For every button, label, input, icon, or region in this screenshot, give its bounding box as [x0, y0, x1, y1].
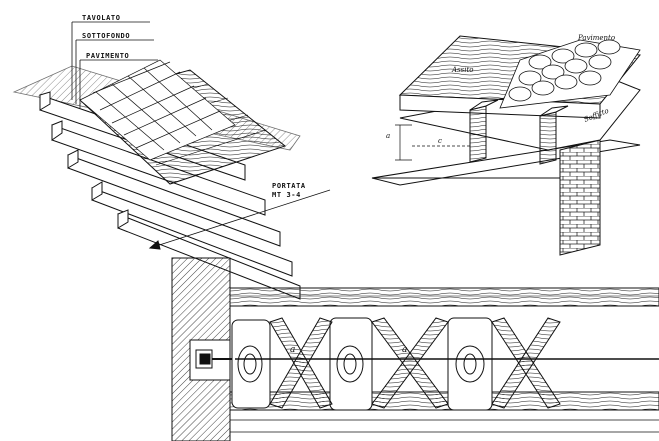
- brick-wall: [559, 139, 601, 256]
- dimension-marks: [395, 124, 470, 161]
- joist-right-1: [469, 105, 487, 163]
- cross-braces: [269, 317, 561, 409]
- label-dim-c: c: [438, 137, 442, 145]
- pavimento-octagons: [499, 39, 641, 109]
- wall-bolt: [195, 349, 235, 369]
- top-chord: [229, 287, 659, 307]
- pavimento-tiles: [79, 59, 236, 161]
- label-brace-a-1: a: [290, 345, 295, 355]
- label-sottofondo: SOTTOFONDO: [82, 32, 130, 40]
- label-brace-a-2: a: [402, 345, 407, 355]
- joist-right-2: [539, 111, 557, 165]
- label-tavolato: TAVOLATO: [82, 14, 121, 22]
- label-portata-value: MT 3-4: [272, 191, 301, 199]
- diagram-floor-ceiling: [371, 35, 641, 256]
- label-leaders: [71, 21, 158, 108]
- diagram-floor-joists: [12, 21, 331, 300]
- label-dim-a: a: [386, 132, 390, 140]
- label-pavimento-right: Pavimento: [577, 34, 615, 42]
- label-portata: PORTATA: [272, 182, 306, 190]
- label-pavimento: PAVIMENTO: [86, 52, 129, 60]
- truss-blocks: [231, 317, 493, 411]
- label-assito: Assito: [451, 66, 474, 74]
- diagram-truss-beam: [171, 257, 659, 441]
- span-arrow: [149, 189, 331, 249]
